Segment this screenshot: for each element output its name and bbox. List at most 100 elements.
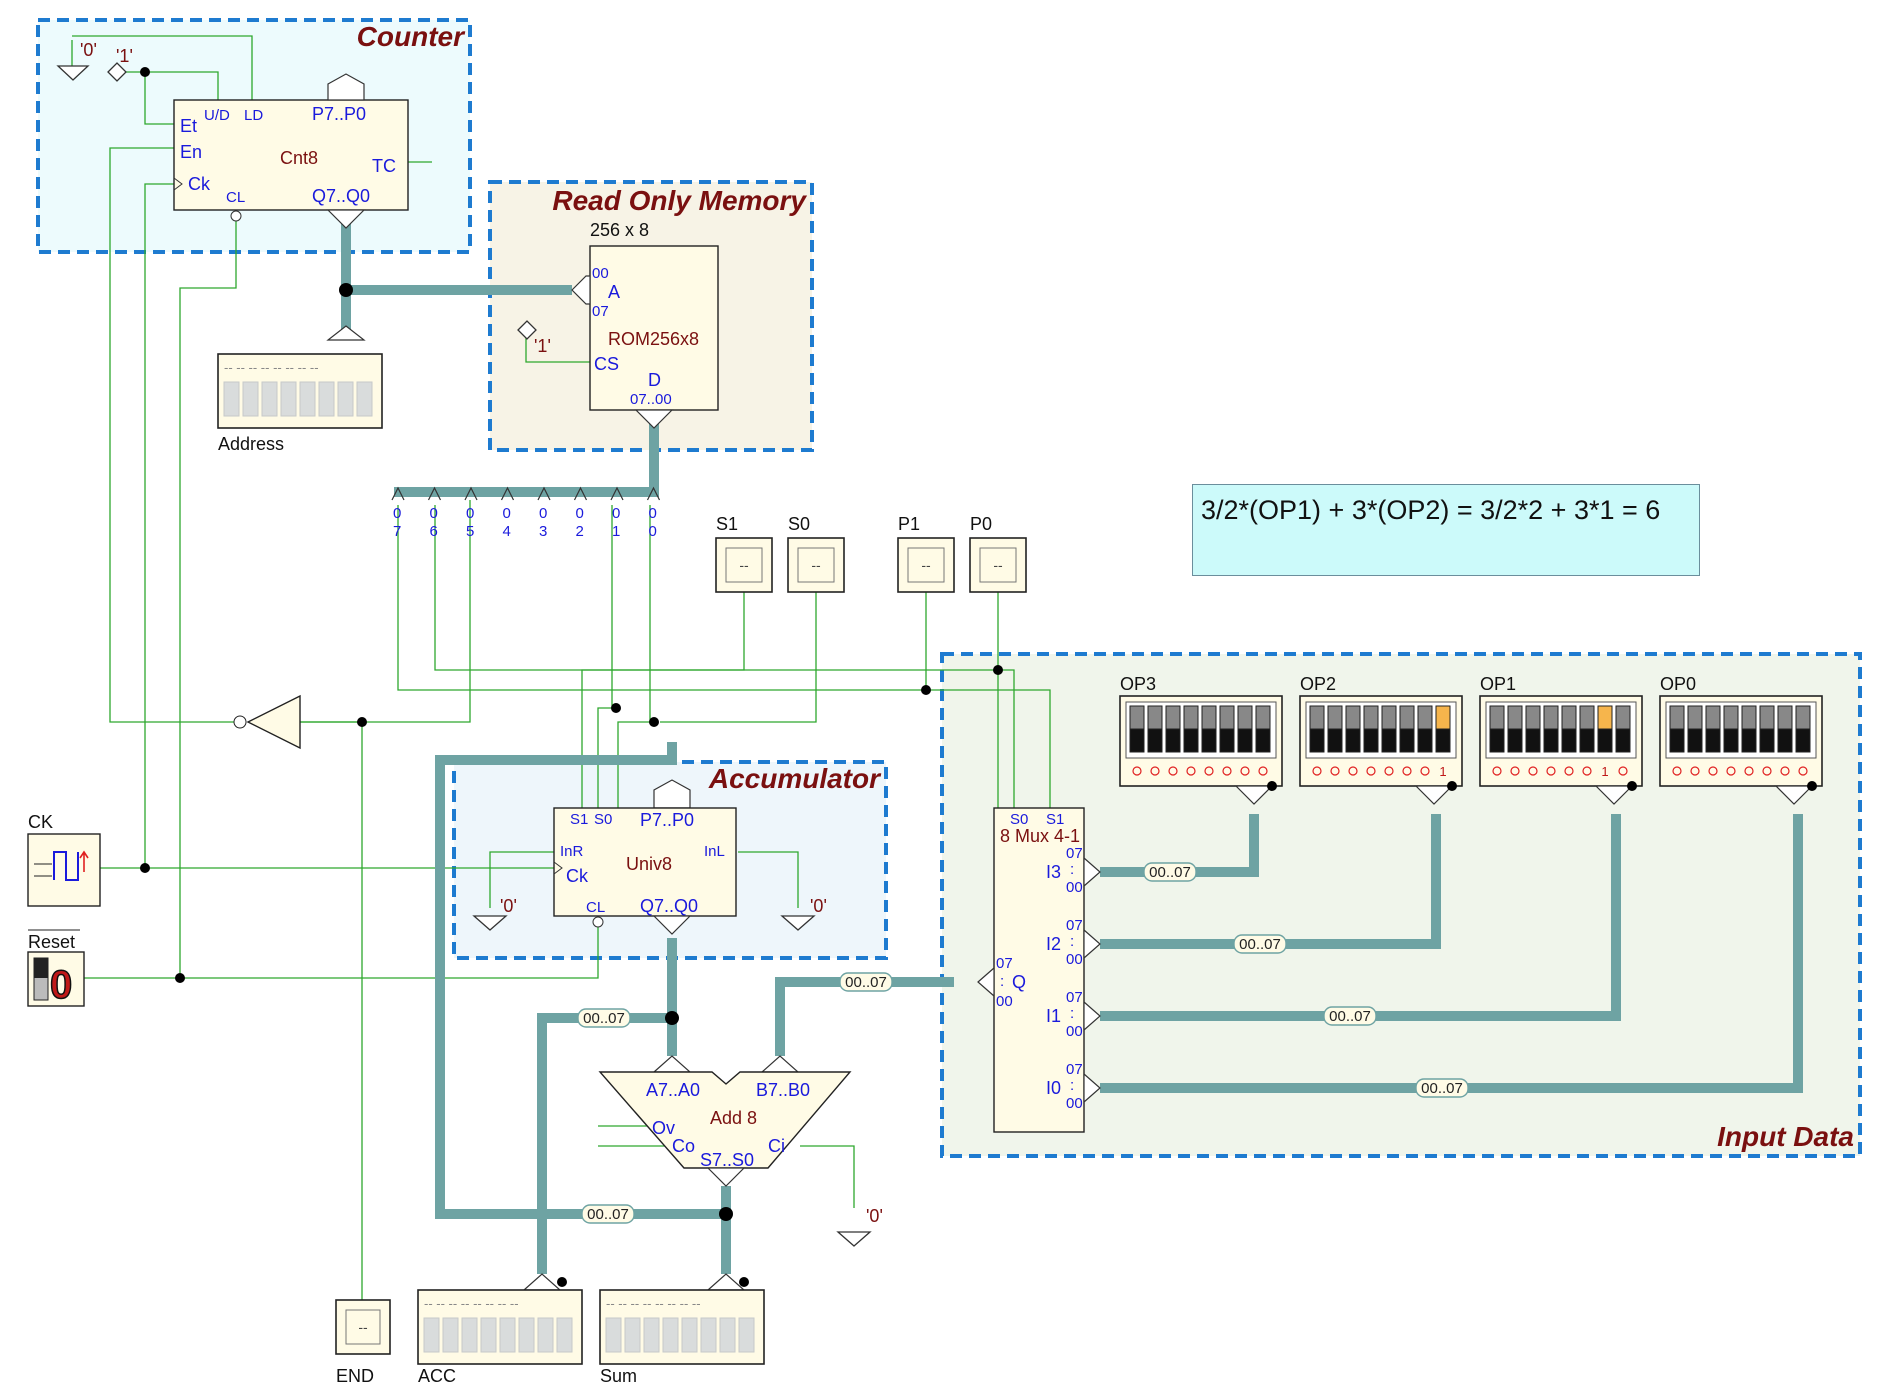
dip-bit[interactable] bbox=[1561, 705, 1577, 776]
rom-device-name: ROM256x8 bbox=[608, 329, 699, 349]
switch-glyph: -- bbox=[739, 557, 749, 573]
rom-cs-pin: CS bbox=[594, 354, 619, 374]
reset-input[interactable]: Reset 0 bbox=[27, 929, 85, 1008]
switch-p0[interactable]: P0-- bbox=[969, 514, 1027, 593]
reset-label: Reset bbox=[28, 932, 75, 952]
dip-bit[interactable] bbox=[1777, 705, 1793, 776]
rom-bit-label: 0 bbox=[503, 505, 511, 522]
switch-s1[interactable]: S1 -- bbox=[715, 514, 773, 593]
dip-bit-value bbox=[1348, 766, 1358, 776]
dip-bit[interactable] bbox=[1327, 705, 1343, 776]
dip-bit[interactable] bbox=[1309, 705, 1325, 776]
dip-bit[interactable] bbox=[1417, 705, 1433, 776]
formula-text: 3/2*(OP1) + 3*(OP2) = 3/2*2 + 3*1 = 6 bbox=[1201, 495, 1661, 525]
dip-bit[interactable]: 1 bbox=[1597, 705, 1613, 779]
display-digit bbox=[624, 1317, 641, 1353]
rom-device[interactable]: 256 x 8 00 A 07 ROM256x8 CS D 07..00 '1' bbox=[517, 220, 719, 429]
dip-bit-value bbox=[1546, 766, 1556, 776]
dip-bit[interactable] bbox=[1615, 705, 1631, 776]
counter-p-pin: P7..P0 bbox=[312, 104, 366, 124]
mux-device[interactable]: S0 S1 8 Mux 4-1 07I3:0007I2:0007I1:0007I… bbox=[977, 807, 1101, 1133]
switch-p1[interactable]: P1-- bbox=[897, 514, 955, 593]
dip-bit[interactable] bbox=[1399, 705, 1415, 776]
rom-bit-label: 0 bbox=[576, 505, 584, 522]
dip-bit[interactable] bbox=[1687, 705, 1703, 776]
counter-one-label: '1' bbox=[116, 46, 133, 66]
bus-label-box bbox=[577, 1008, 631, 1028]
rom-bit-tap bbox=[391, 486, 405, 501]
mux-s0-pin: S0 bbox=[1010, 811, 1028, 828]
rom-bit-label: 7 bbox=[393, 523, 401, 540]
rom-bit-label: 0 bbox=[649, 505, 657, 522]
adder-b-pin: B7..B0 bbox=[756, 1080, 810, 1100]
operand-op3[interactable]: OP3 bbox=[1119, 674, 1283, 805]
dip-bit[interactable] bbox=[1381, 705, 1397, 776]
inverter bbox=[233, 694, 301, 750]
dip-bit[interactable] bbox=[1759, 705, 1775, 776]
mux-in-sep: : bbox=[1070, 861, 1074, 878]
display-digit bbox=[681, 1317, 698, 1353]
bus-label-box bbox=[1143, 862, 1197, 882]
rom-region-title: Read Only Memory bbox=[552, 185, 807, 216]
dip-bit-value: 1 bbox=[1439, 764, 1446, 779]
address-display: -- -- -- -- -- -- -- -- Address bbox=[217, 325, 383, 454]
counter-zero-label: '0' bbox=[80, 40, 97, 60]
dip-bit[interactable] bbox=[1219, 705, 1235, 776]
mux-in-lo: 00 bbox=[1066, 1095, 1083, 1112]
dip-bit[interactable] bbox=[1129, 705, 1145, 776]
counter-device[interactable]: U/D LD P7..P0 Et En Cnt8 TC Ck CL Q7..Q0 bbox=[173, 73, 409, 229]
rom-bit-label: 2 bbox=[576, 523, 584, 540]
dip-bit[interactable] bbox=[1489, 705, 1505, 776]
dip-bit[interactable] bbox=[1705, 705, 1721, 776]
rom-bit-label: 0 bbox=[430, 505, 438, 522]
dip-bit[interactable] bbox=[1795, 705, 1811, 776]
dip-bit[interactable] bbox=[1741, 705, 1757, 776]
dip-bit[interactable] bbox=[1363, 705, 1379, 776]
switch-s0[interactable]: S0-- bbox=[787, 514, 845, 593]
ck-label: CK bbox=[28, 812, 53, 832]
accumulator-device[interactable]: S1 S0 P7..P0 InR InL Univ8 Ck CL Q7..Q0 … bbox=[472, 779, 827, 935]
bus-label: 00..07 bbox=[845, 974, 887, 991]
formula-box: 3/2*(OP1) + 3*(OP2) = 3/2*2 + 3*1 = 6 bbox=[1192, 484, 1700, 576]
dip-bit-value bbox=[1780, 766, 1790, 776]
dip-bit[interactable] bbox=[1579, 705, 1595, 776]
operand-op0[interactable]: OP0 bbox=[1659, 674, 1823, 805]
counter-tc-pin: TC bbox=[372, 156, 396, 176]
dip-bit[interactable] bbox=[1525, 705, 1541, 776]
buses bbox=[341, 212, 1803, 1274]
display-dashes: -- -- -- -- -- -- -- -- bbox=[606, 1296, 701, 1311]
dip-bit[interactable] bbox=[1345, 705, 1361, 776]
counter-en-pin: En bbox=[180, 142, 202, 162]
acc-device-name: Univ8 bbox=[626, 854, 672, 874]
sum-label: Sum bbox=[600, 1366, 637, 1386]
dip-bit[interactable] bbox=[1183, 705, 1199, 776]
dip-bit[interactable] bbox=[1543, 705, 1559, 776]
display-digit bbox=[480, 1317, 497, 1353]
adder-device[interactable]: A7..A0 B7..B0 Add 8 Ov Co Ci S7..S0 '0' bbox=[598, 1055, 883, 1247]
dip-bit[interactable] bbox=[1507, 705, 1523, 776]
mux-in-hi: 07 bbox=[1066, 989, 1083, 1006]
counter-region-title: Counter bbox=[357, 21, 466, 52]
acc-s1-pin: S1 bbox=[570, 811, 588, 828]
counter-ld-pin: LD bbox=[244, 107, 263, 124]
rom-a-lo: 07 bbox=[592, 303, 609, 320]
dip-bit[interactable] bbox=[1147, 705, 1163, 776]
dip-bit[interactable] bbox=[1201, 705, 1217, 776]
display-digit bbox=[499, 1317, 516, 1353]
dip-bit-value bbox=[1582, 766, 1592, 776]
bus-label-box bbox=[839, 972, 893, 992]
ck-input[interactable]: CK bbox=[27, 812, 101, 907]
dip-bit[interactable] bbox=[1255, 705, 1271, 776]
dip-bit[interactable]: 1 bbox=[1435, 705, 1451, 779]
counter-ck-pin: Ck bbox=[188, 174, 211, 194]
dip-bit[interactable] bbox=[1669, 705, 1685, 776]
counter-ud-pin: U/D bbox=[204, 107, 230, 124]
dip-bit[interactable] bbox=[1165, 705, 1181, 776]
rom-d-pin: D bbox=[648, 370, 661, 390]
dip-bit[interactable] bbox=[1723, 705, 1739, 776]
dip-bit[interactable] bbox=[1237, 705, 1253, 776]
switch-label: S1 bbox=[716, 514, 738, 534]
